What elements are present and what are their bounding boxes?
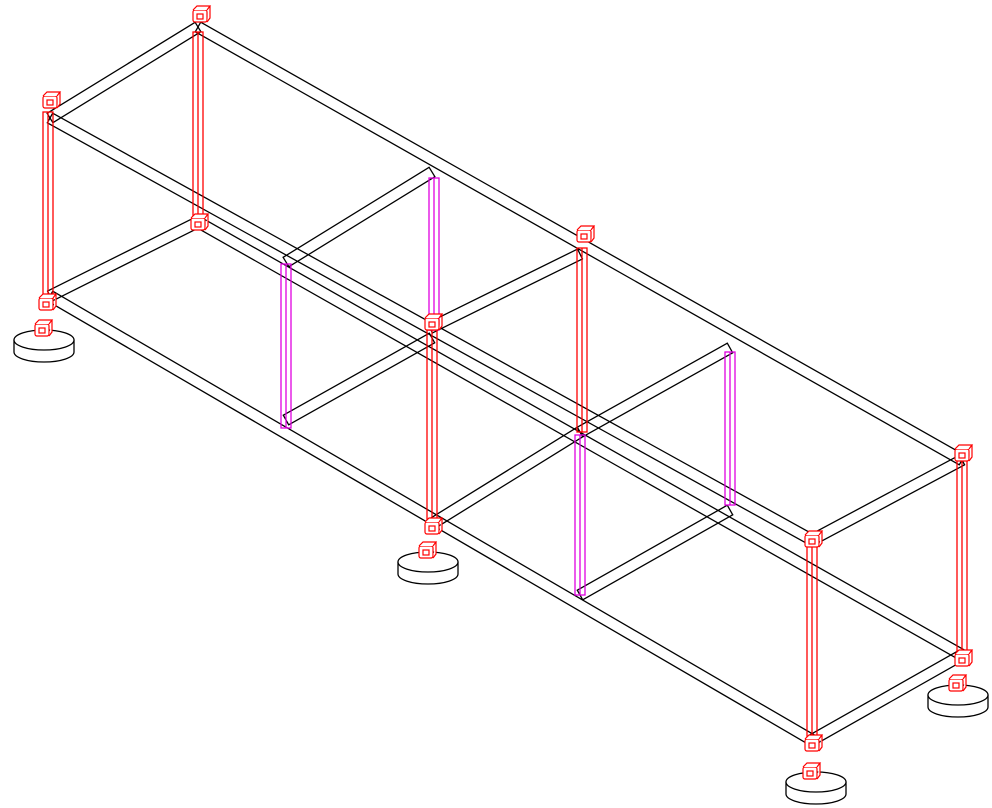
connector-foot-front-left [34,319,54,337]
connector-foot-front-middle [418,541,438,559]
foot-back-right [927,684,989,718]
interior-post-1 [280,263,292,429]
interior-post-4 [724,351,736,506]
connector-top-back-left [192,5,212,23]
leveling-feet [13,329,989,805]
connector-bottom-front-middle [424,517,444,535]
top-crossbar-1 [282,166,436,268]
vertical-posts [42,31,968,746]
top-crossbar-2 [426,248,584,334]
foot-front-right [785,771,847,805]
interior-post-3 [574,434,586,596]
top-back-rail [194,21,966,466]
bottom-crossbar-3 [576,504,734,601]
post-back-middle [576,247,588,433]
connector-bottom-back-right [954,649,974,667]
top-crossbar-3 [576,342,734,438]
post-back-left [192,31,204,229]
connector-foot-front-right [802,762,822,780]
bottom-crossbar-2 [426,426,584,531]
horizontal-beams [46,21,966,746]
connector-bottom-front-right [804,734,824,752]
foot-front-left [13,329,75,363]
post-front-right [806,545,818,746]
connector-foot-back-right [948,674,968,692]
corner-connectors [34,5,974,780]
post-front-left [42,111,54,301]
connector-top-back-middle [576,225,596,243]
connector-top-front-middle [424,313,444,331]
bottom-left-crossbar [46,216,202,302]
top-left-crossbar [46,21,202,124]
connector-bottom-back-left [190,213,210,231]
connector-top-back-right [954,444,974,462]
connector-top-front-right [804,530,824,548]
interior-post-2 [428,177,440,331]
top-right-crossbar [808,454,966,546]
post-back-right [956,457,968,661]
connector-bottom-front-left [38,293,58,311]
bottom-crossbar-1 [282,332,436,426]
connector-top-front-left [42,91,62,109]
